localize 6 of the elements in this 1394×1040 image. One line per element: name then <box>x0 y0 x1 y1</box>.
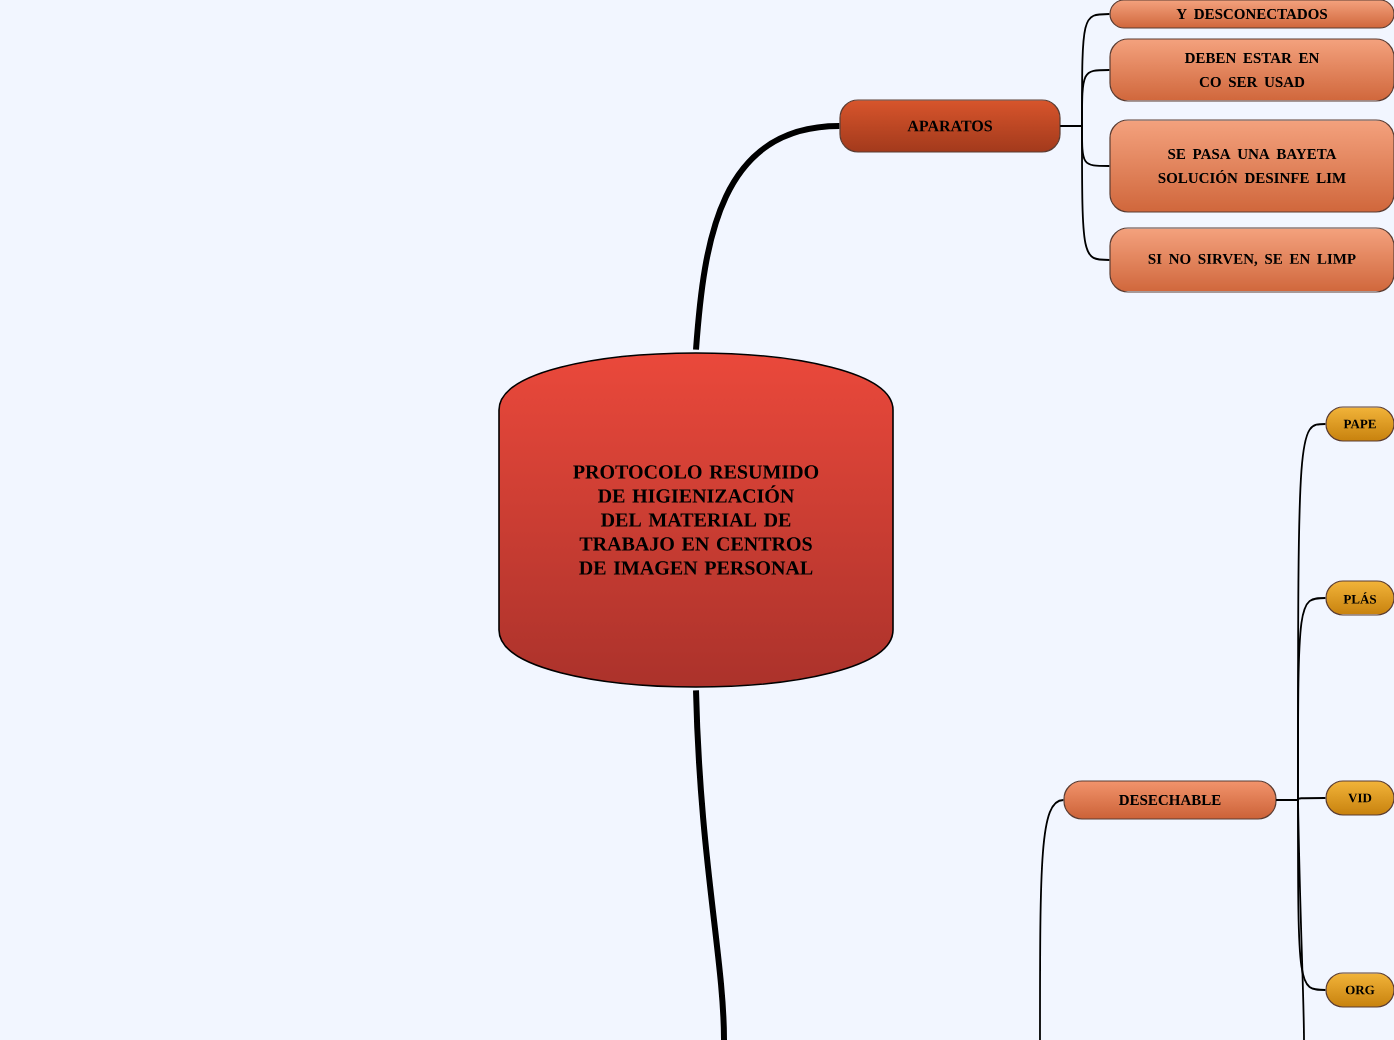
main-topic-box: APARATOS <box>839 99 1061 153</box>
connector-line <box>693 123 840 350</box>
connector-line <box>1059 125 1111 261</box>
connector-line <box>693 690 727 1040</box>
connector-line <box>1275 799 1305 1040</box>
connector-line <box>1039 799 1065 1040</box>
